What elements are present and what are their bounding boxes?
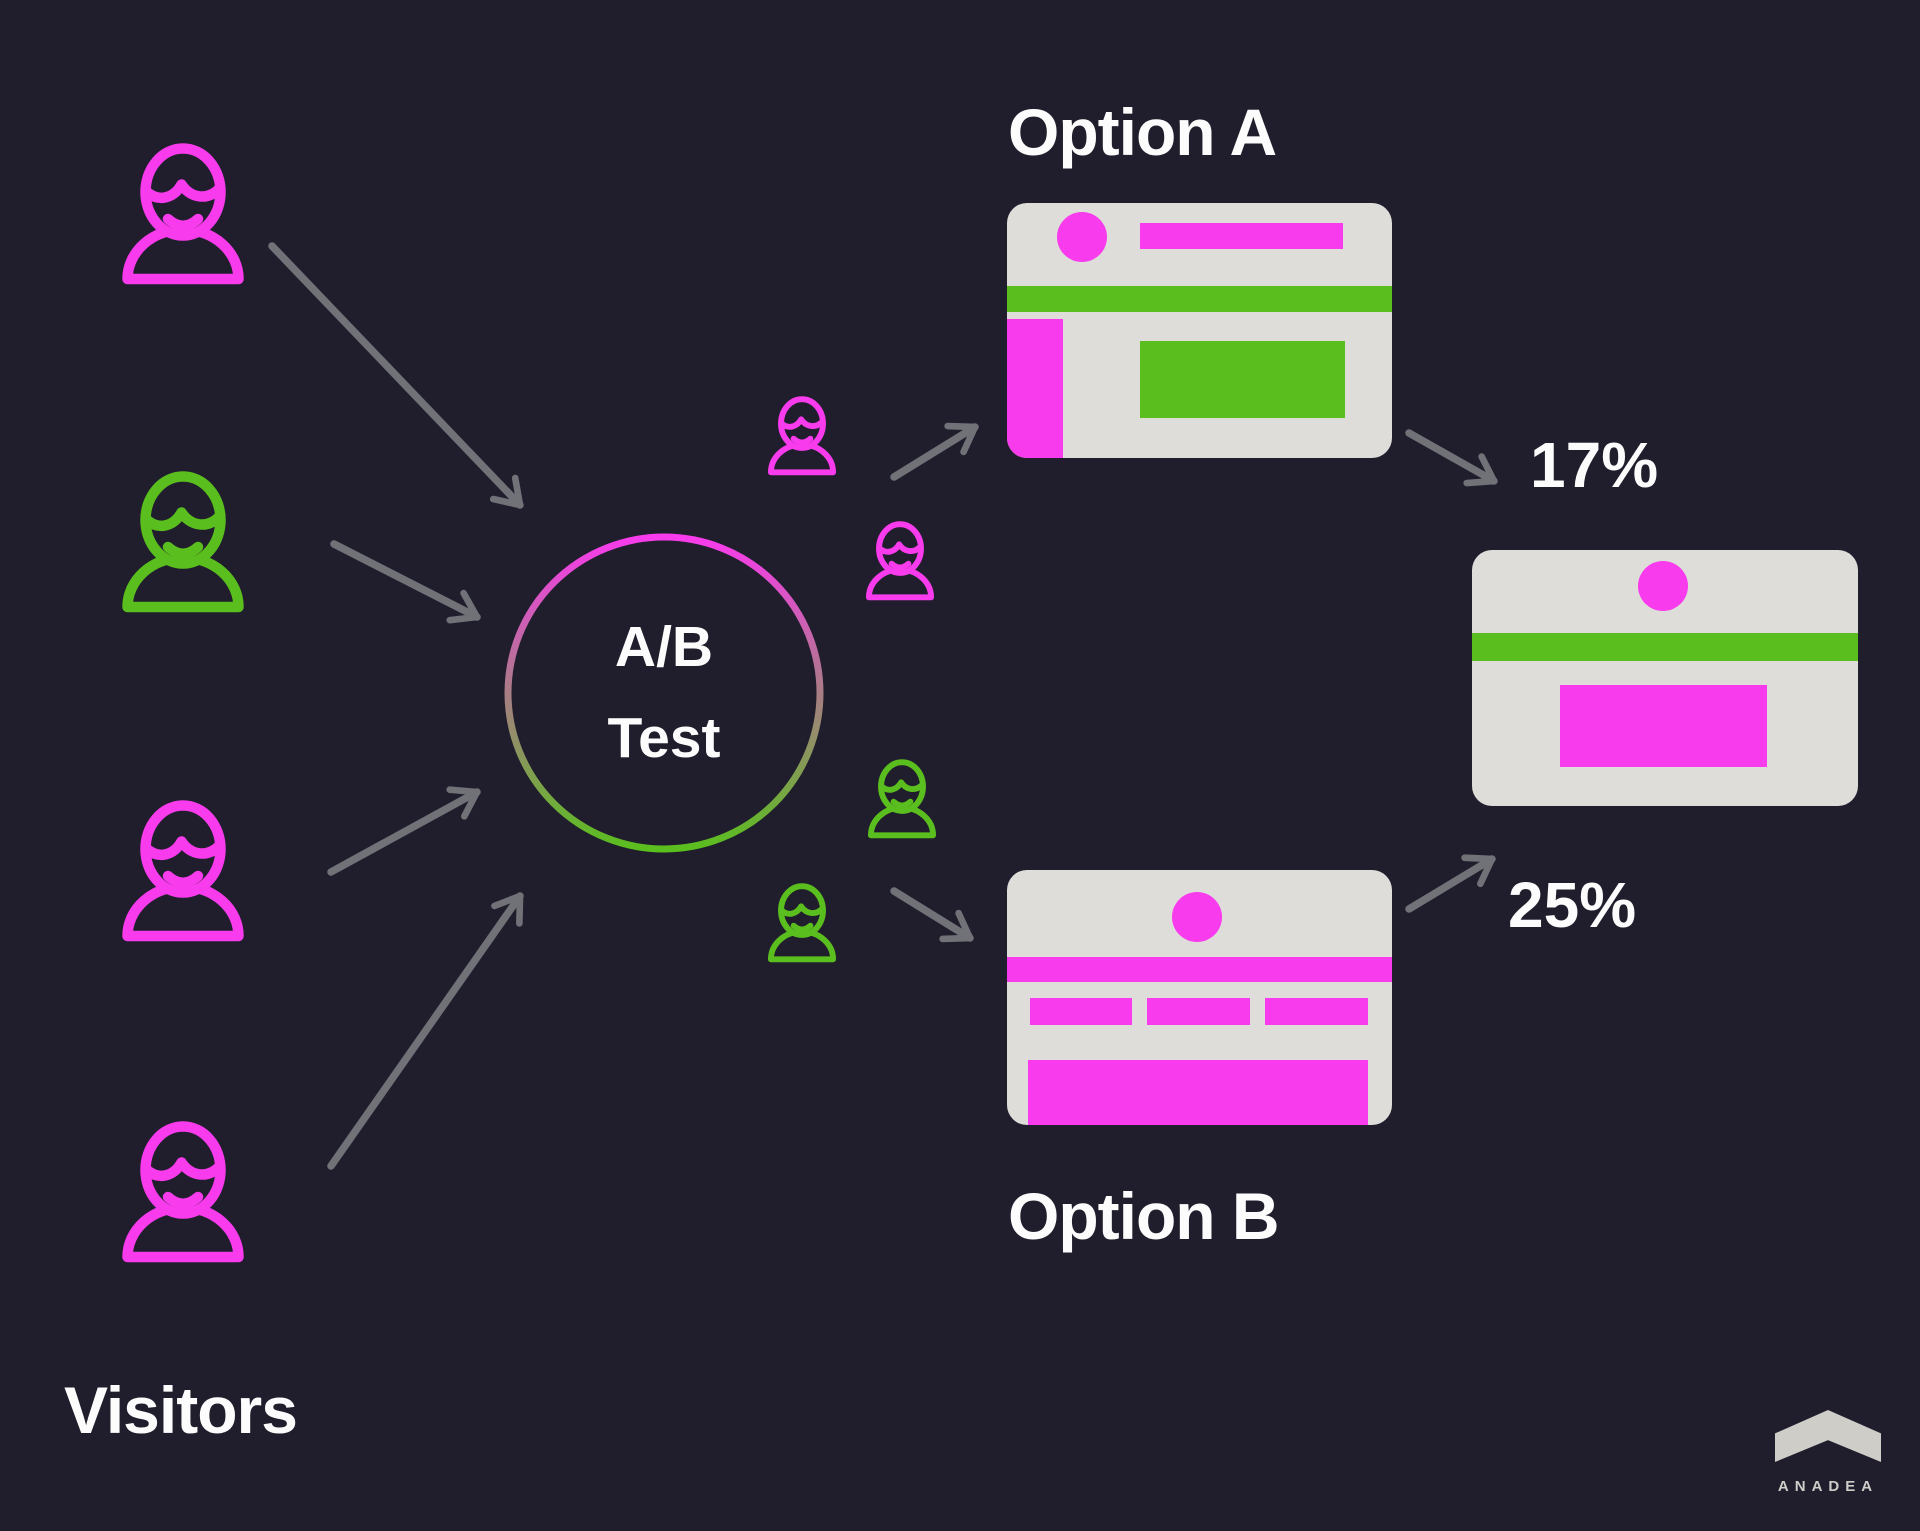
brand-name: ANADEA: [1777, 1478, 1879, 1495]
arrow-visitor3-to-test: [327, 786, 481, 876]
ab-test-line2: Test: [607, 706, 721, 770]
mockup-nav-band: [1007, 286, 1392, 312]
mockup-menu-item: [1147, 998, 1250, 1025]
mockup-side-bar: [1007, 319, 1063, 458]
option-a-mockup: [1007, 203, 1392, 458]
mockup-avatar-dot: [1172, 892, 1222, 942]
visitor-person-icon: [108, 1116, 258, 1272]
ab-test-circle: [504, 533, 824, 853]
mockup-title-bar: [1140, 223, 1343, 249]
arrow-option-a-to-result: [1405, 429, 1498, 487]
mockup-menu-item: [1030, 998, 1132, 1025]
chevron-roof-icon: [1775, 1410, 1881, 1462]
brand-logo: ANADEA: [1772, 1410, 1884, 1495]
visitors-title: Visitors: [64, 1373, 298, 1447]
visitor-person-icon: [108, 466, 258, 622]
arrow-visitor1-to-test: [268, 242, 524, 509]
mockup-menu-item: [1265, 998, 1368, 1025]
arrow-test-to-option-b: [890, 887, 974, 943]
visitor-person-icon: [108, 795, 258, 951]
visitor-person-icon: [108, 138, 258, 294]
split-user-person-icon: [760, 880, 844, 968]
arrow-visitor2-to-test: [330, 540, 481, 624]
option-a-conversion: 17%: [1530, 429, 1659, 501]
arrow-option-b-to-result: [1405, 854, 1496, 913]
mockup-content-block: [1560, 685, 1767, 767]
split-user-person-icon: [760, 393, 844, 481]
result-mockup: [1472, 550, 1858, 806]
option-a-title: Option A: [1008, 95, 1277, 169]
option-b-conversion: 25%: [1508, 869, 1637, 941]
mockup-content-block: [1140, 341, 1345, 418]
mockup-avatar-dot: [1057, 212, 1107, 262]
mockup-nav-band: [1472, 633, 1858, 661]
mockup-avatar-dot: [1638, 561, 1688, 611]
split-user-person-icon: [858, 518, 942, 606]
option-b-mockup: [1007, 870, 1392, 1125]
arrow-test-to-option-a: [890, 422, 979, 481]
arrow-visitor4-to-test: [327, 892, 524, 1170]
ab-test-label: A/B Test: [504, 533, 824, 853]
mockup-nav-band: [1007, 957, 1392, 982]
split-user-person-icon: [860, 756, 944, 844]
ab-test-line1: A/B: [614, 614, 714, 679]
option-b-title: Option B: [1008, 1179, 1280, 1253]
mockup-content-block: [1028, 1060, 1368, 1125]
ab-test-node: A/B Test: [504, 533, 824, 853]
